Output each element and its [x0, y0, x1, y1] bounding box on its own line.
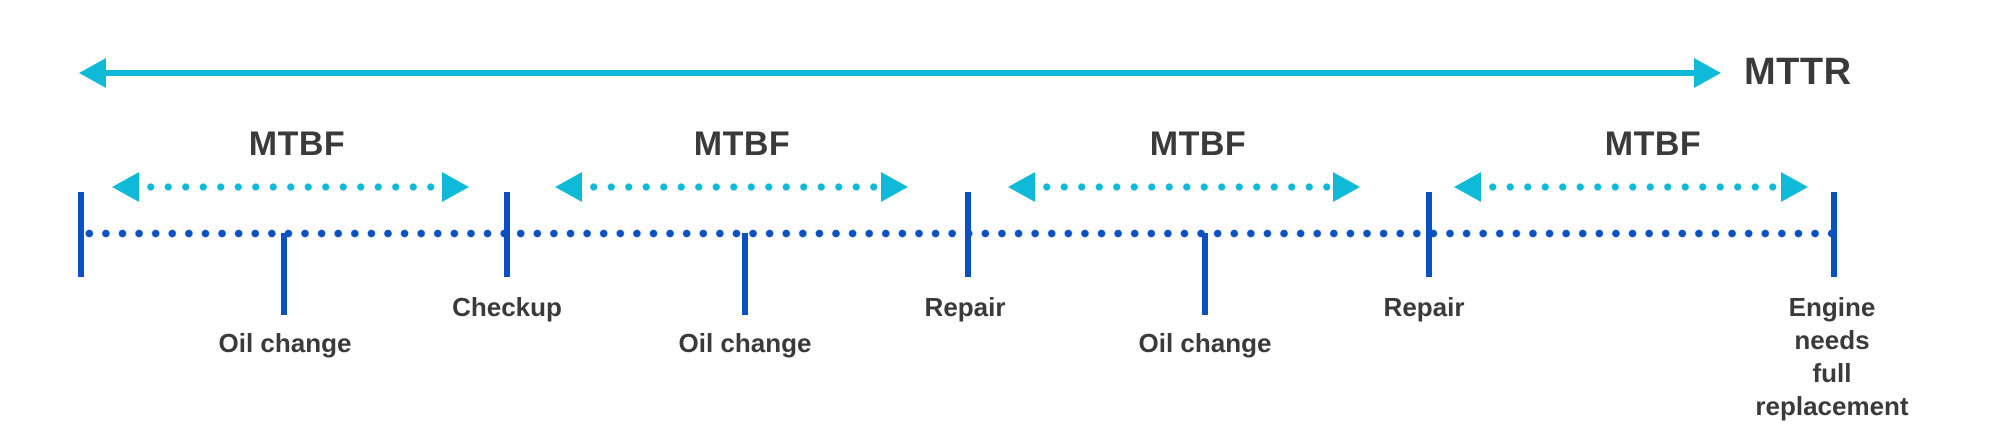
mtbf-label-3: MTBF	[1149, 125, 1247, 163]
tick-oil-change-1	[281, 233, 287, 315]
arrow-right-icon	[881, 172, 908, 202]
oil-change-label-1: Oil change	[218, 328, 352, 358]
mtbf-label-4: MTBF	[1604, 125, 1702, 163]
repair-label-1: Repair	[924, 292, 1006, 322]
tick-checkup	[504, 192, 510, 277]
oil-change-label-3: Oil change	[1138, 328, 1272, 358]
mtbf-dotted-line	[1484, 172, 1778, 202]
mtbf-dotted-line	[585, 172, 878, 202]
mttr-arrow	[79, 58, 1721, 88]
mttr-label: MTTR	[1744, 51, 1852, 93]
arrow-left-icon	[79, 58, 106, 88]
arrow-left-icon	[112, 172, 139, 202]
mtbf-arrow-4	[1454, 172, 1808, 202]
oil-change-label-2: Oil change	[678, 328, 812, 358]
arrow-left-icon	[555, 172, 582, 202]
arrow-right-icon	[1694, 58, 1721, 88]
tick-repair-2	[1426, 192, 1432, 277]
tick-oil-change-2	[742, 233, 748, 315]
checkup-label: Checkup	[452, 292, 562, 322]
tick-timeline-end	[1831, 192, 1837, 277]
tick-repair-1	[965, 192, 971, 277]
timeline-dotted-line	[81, 227, 1834, 240]
mtbf-label-1: MTBF	[248, 125, 346, 163]
mttr-arrow-line	[106, 70, 1694, 76]
tick-oil-change-3	[1202, 233, 1208, 315]
arrow-right-icon	[1333, 172, 1360, 202]
mtbf-label-2: MTBF	[693, 125, 791, 163]
mtbf-arrow-1	[112, 172, 469, 202]
mtbf-dotted-line	[1038, 172, 1330, 202]
mtbf-dotted-line	[142, 172, 439, 202]
arrow-left-icon	[1454, 172, 1481, 202]
arrow-right-icon	[1781, 172, 1808, 202]
tick-timeline-start	[78, 192, 84, 277]
mtbf-arrow-3	[1008, 172, 1360, 202]
arrow-left-icon	[1008, 172, 1035, 202]
repair-label-2: Repair	[1383, 292, 1465, 322]
arrow-right-icon	[442, 172, 469, 202]
mtbf-arrow-2	[555, 172, 908, 202]
engine-replacement-label: Engine needs full replacement	[1755, 292, 1909, 421]
